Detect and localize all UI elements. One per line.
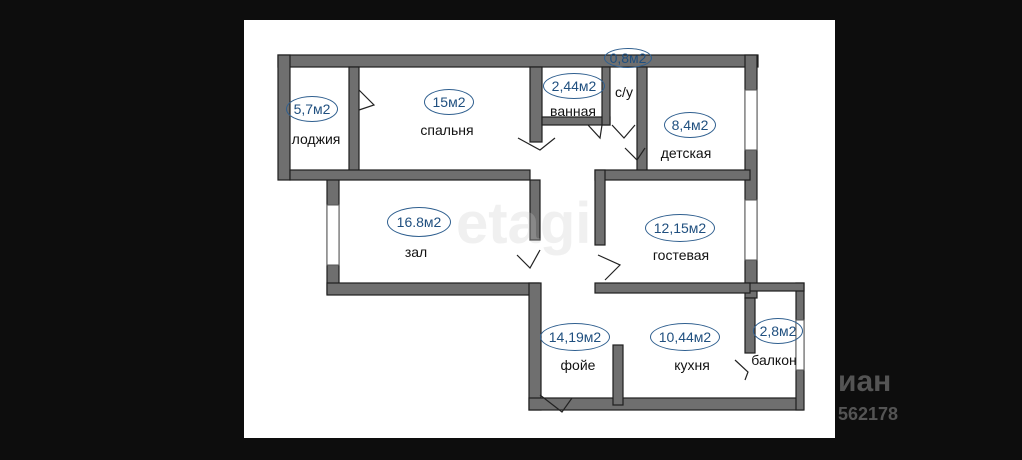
window-guest (744, 199, 758, 261)
wall-foyer-left (528, 282, 542, 411)
wall-bed-bottom (289, 169, 531, 181)
wall-loggia (348, 66, 360, 178)
window-kids (744, 89, 758, 151)
label-guest: гостевая (652, 247, 710, 263)
label-bath: ванная (550, 103, 596, 119)
wall-kitchen-balcony (744, 297, 756, 354)
label-wc: с/у (615, 84, 633, 100)
wall-guest-bottom (594, 282, 751, 294)
area-foyer: 14,19м2 (548, 329, 602, 345)
area-balcony: 2,8м2 (759, 323, 797, 339)
area-kitchen: 10,44м2 (658, 329, 712, 345)
oval-bath (543, 73, 605, 99)
oval-balcony (753, 318, 803, 344)
label-bedroom: спальня (420, 122, 474, 138)
area-hall: 16.8м2 (396, 214, 442, 230)
wall-bath-wc (601, 66, 611, 126)
wall-kitchen-left (612, 344, 624, 406)
door-guest (597, 254, 622, 281)
oval-bedroom (424, 89, 474, 115)
oval-kids (664, 112, 716, 138)
label-kids: детская (660, 145, 712, 161)
area-bedroom: 15м2 (432, 94, 466, 110)
wall-bottom-hall (326, 282, 540, 296)
wall-kids-bottom (594, 169, 751, 181)
wall-balcony-top (744, 282, 805, 292)
label-hall: зал (404, 244, 428, 260)
area-bath: 2,44м2 (551, 78, 597, 94)
door-balcony (734, 359, 749, 381)
watermark-corner-id: 562178 (838, 404, 899, 424)
wall-left-upper (277, 54, 291, 181)
wall-hall-right (529, 179, 541, 241)
oval-loggia (286, 96, 338, 122)
area-kids: 8,4м2 (671, 117, 709, 133)
door-bath (587, 124, 603, 140)
watermark-corner-brand: иан (838, 365, 892, 398)
area-loggia: 5,7м2 (293, 101, 331, 117)
door-loggia (358, 89, 376, 111)
oval-wc (604, 48, 652, 68)
label-kitchen: кухня (674, 357, 710, 373)
door-kids (624, 147, 646, 161)
watermark-center: etagi (456, 191, 592, 256)
label-loggia: лоджия (291, 131, 341, 147)
area-guest: 12,15м2 (653, 220, 707, 236)
door-foyer (539, 394, 573, 413)
wall-top (277, 54, 759, 68)
area-wc: 0,8м2 (609, 50, 647, 66)
oval-hall (387, 207, 451, 237)
label-balcony: балкон (751, 352, 797, 368)
label-foyer: фойе (560, 357, 596, 373)
wall-corridor-right (594, 169, 606, 246)
oval-foyer (540, 323, 610, 351)
door-hall (516, 249, 541, 269)
window-hall (326, 204, 340, 266)
door-wc (611, 124, 636, 139)
oval-guest (645, 214, 715, 242)
oval-kitchen (650, 323, 720, 351)
door-bedroom (517, 137, 556, 151)
window-balcony (795, 319, 805, 371)
wall-bed-right (529, 66, 543, 143)
